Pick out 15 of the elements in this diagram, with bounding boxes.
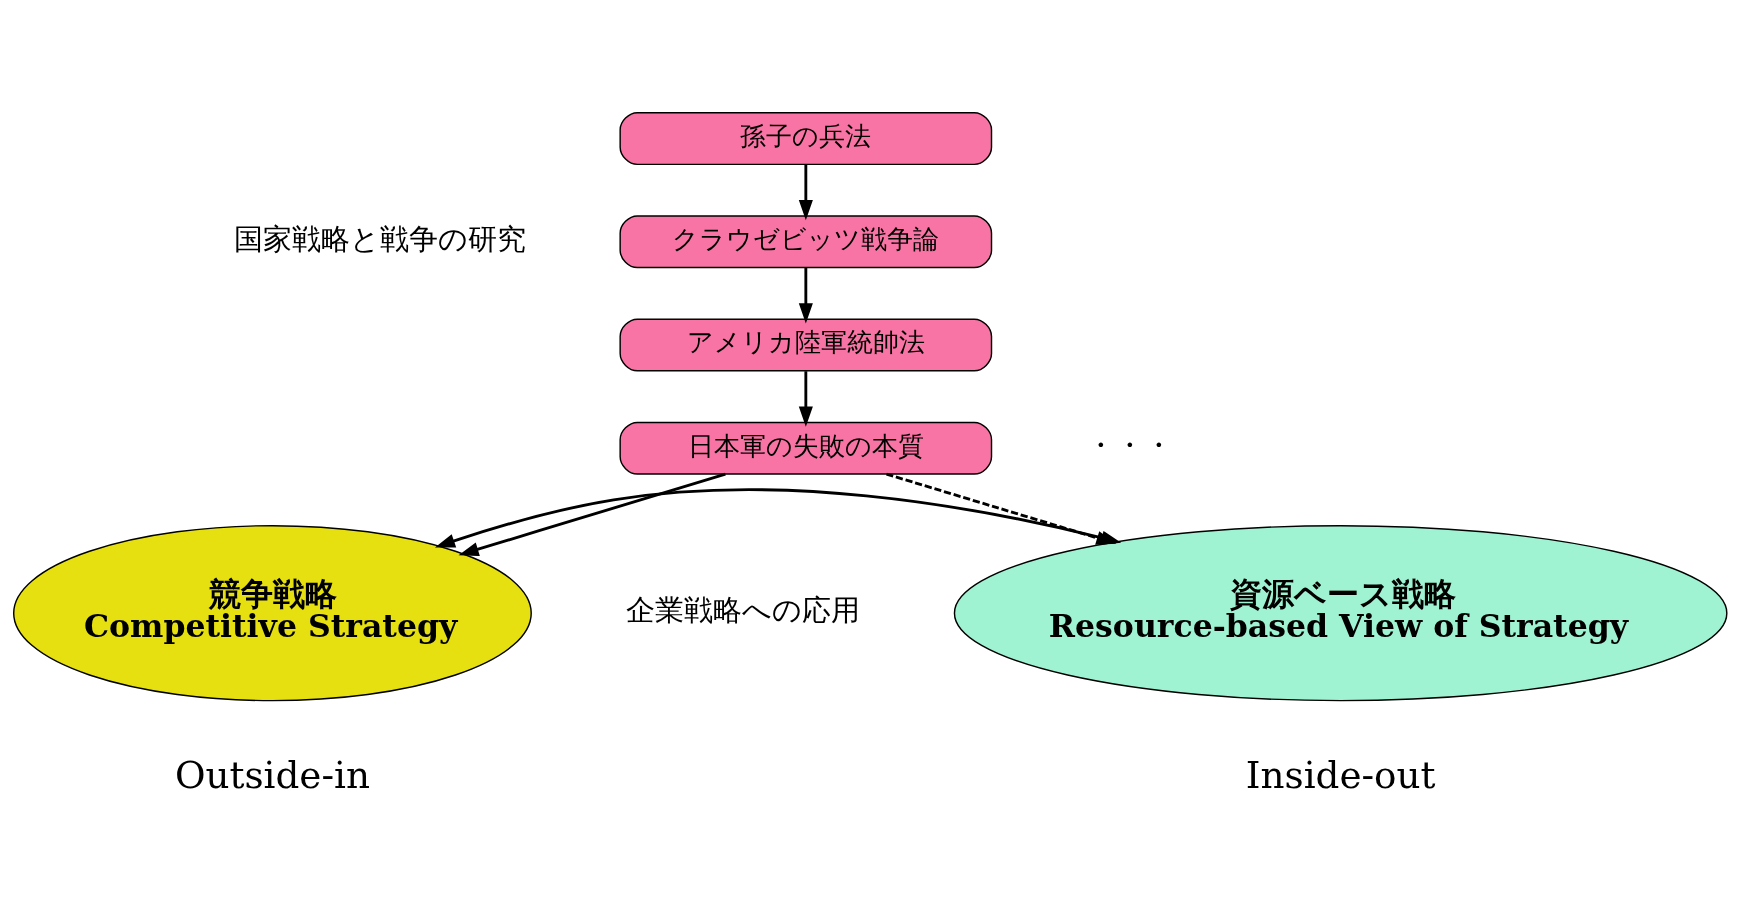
- node-ellipse: 資源ベース戦略 Resource-based View of Strategy: [953, 524, 1728, 702]
- node-box: 孫子の兵法: [619, 112, 993, 166]
- arrow: [458, 472, 726, 557]
- node-label: Outside-in: [174, 752, 370, 797]
- node-box: アメリカ陸軍統帥法: [619, 318, 993, 372]
- label: ・・・: [1086, 428, 1174, 463]
- arrow: [798, 268, 813, 324]
- node-box: クラウゼビッツ戦争論: [619, 215, 993, 269]
- node-label: Inside-out: [1245, 752, 1436, 797]
- node-box: 日本軍の失敗の本質: [619, 421, 993, 475]
- node-ellipse: 競争戦略 Competitive Strategy: [13, 524, 532, 702]
- arrow: [798, 164, 813, 221]
- arrow: [798, 371, 813, 427]
- label: 企業戦略への応用: [625, 593, 860, 628]
- label: 国家戦略と戦争の研究: [233, 221, 526, 256]
